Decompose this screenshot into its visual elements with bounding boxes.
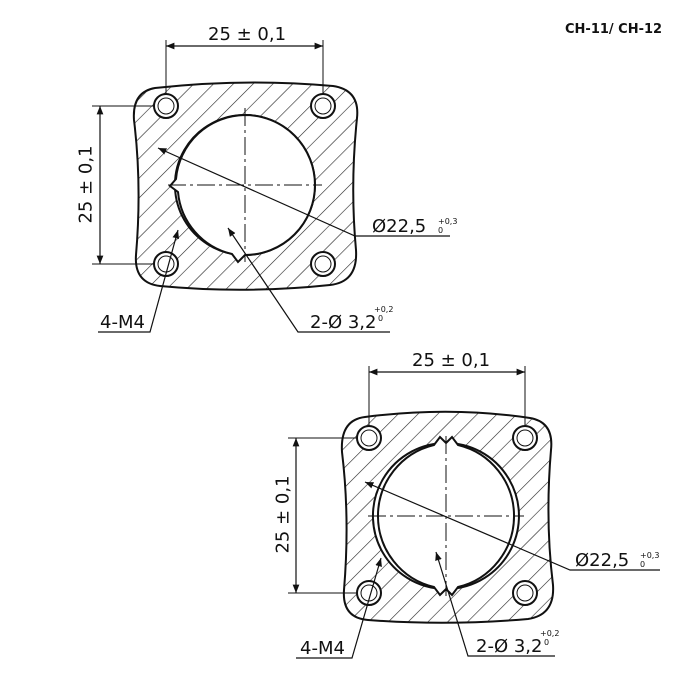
pin-leader [435,551,555,657]
mount-hole [157,97,175,115]
bore-tolerance-lower: 0 [438,226,444,235]
mount-hole [314,255,332,273]
pin-tolerance-upper: +0,2 [540,629,560,638]
pin-leader [227,227,390,333]
pin-tolerance-lower: 0 [544,638,550,647]
mount-hole [516,584,534,602]
bore-leader [364,481,660,571]
pin-tolerance-upper: +0,2 [374,305,394,314]
bore-tolerance-lower: 0 [640,560,646,569]
bore-tolerance-upper: +0,3 [640,551,660,560]
thread-label: 4-M4 [300,638,345,659]
pin-diameter-label: 2-Ø 3,2 [310,312,377,333]
bore-diameter-label: Ø22,5 [575,550,630,571]
thread-leader [98,229,180,333]
dim-horizontal-label: 25 ± 0,1 [208,24,287,45]
dim-vertical-label: 25 ± 0,1 [272,475,294,554]
thread-label: 4-M4 [100,312,145,333]
pin-tolerance-lower: 0 [378,314,384,323]
flange-view-top [92,40,450,333]
mount-hole [516,429,534,447]
pin-diameter-label: 2-Ø 3,2 [476,636,543,657]
bore-tolerance-upper: +0,3 [438,217,458,226]
mount-hole [360,429,378,447]
dim-horizontal-label: 25 ± 0,1 [412,350,491,371]
dim-vertical-label: 25 ± 0,1 [75,145,97,224]
bore-leader [157,147,450,237]
mount-hole [314,97,332,115]
flange-view-bottom [288,366,660,659]
bore-outline [168,113,316,264]
model-label: CH-11/ CH-12 [565,22,663,37]
bore-diameter-label: Ø22,5 [372,216,427,237]
thread-leader [296,557,382,659]
